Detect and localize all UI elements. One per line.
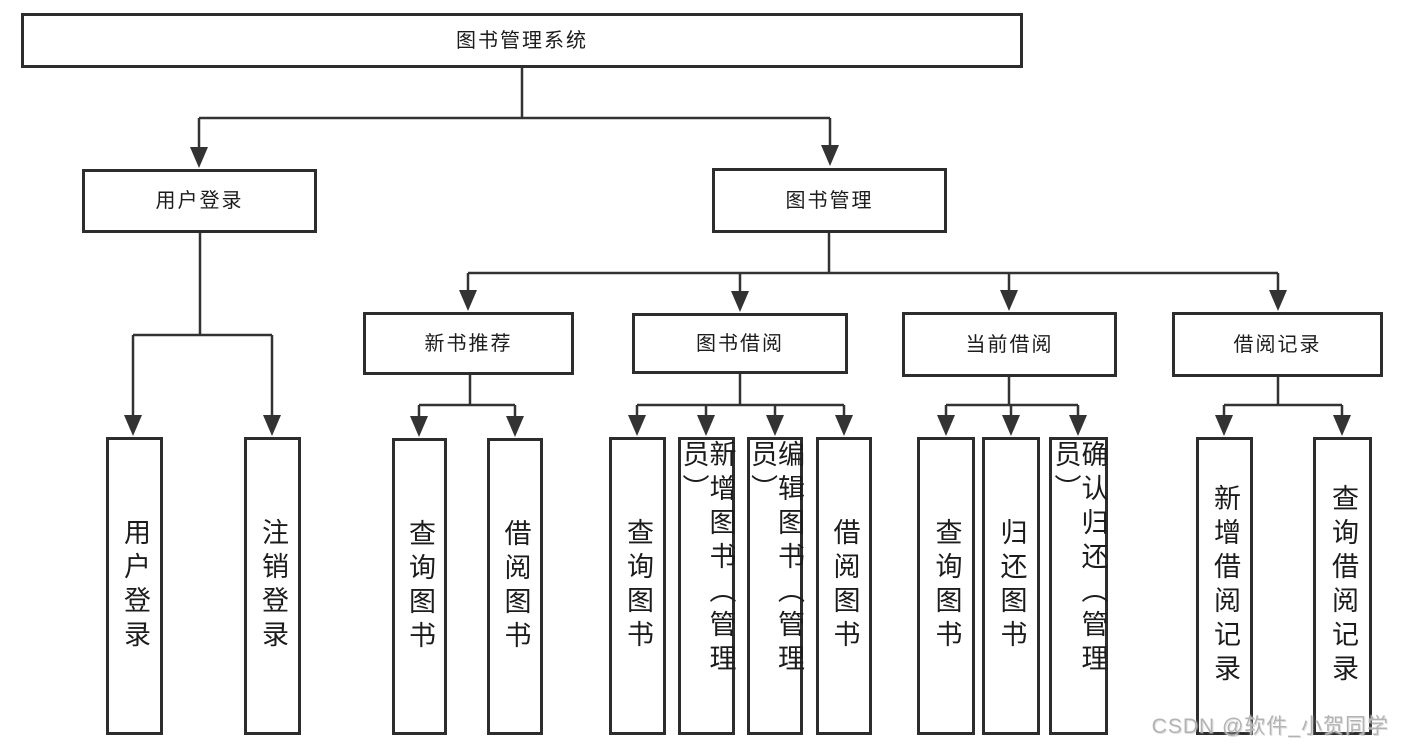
leaf-query-borrow-record: 查询借阅记录 — [1313, 437, 1372, 735]
csdn-watermark: CSDN @软件_小贺同学 — [1151, 715, 1389, 738]
node-user-login: 用户登录 — [82, 169, 317, 233]
node-book-management: 图书管理 — [712, 168, 947, 233]
leaf-logout: 注销登录 — [244, 437, 301, 735]
leaf-edit-books-admin: 编辑图书（管理员） — [747, 437, 804, 735]
arrowheads — [124, 145, 1351, 437]
leaf-query-books-recommend: 查询图书 — [392, 438, 447, 735]
leaf-query-books-current: 查询图书 — [917, 437, 975, 735]
node-new-book-recommend: 新书推荐 — [363, 312, 574, 375]
node-root: 图书管理系统 — [21, 13, 1023, 68]
leaf-borrow-books-recommend: 借阅图书 — [487, 438, 543, 735]
leaf-query-books-borrowing: 查询图书 — [609, 437, 666, 735]
node-book-borrowing: 图书借阅 — [632, 313, 848, 374]
leaf-add-books-admin: 新增图书（管理员） — [678, 437, 736, 735]
leaf-confirm-return-admin: 确认归还（管理员） — [1049, 437, 1108, 735]
leaf-borrow-books: 借阅图书 — [816, 437, 872, 735]
leaf-return-books: 归还图书 — [982, 437, 1040, 735]
node-borrowing-records: 借阅记录 — [1172, 312, 1383, 377]
node-current-borrowing: 当前借阅 — [902, 312, 1117, 377]
leaf-user-login: 用户登录 — [106, 437, 163, 735]
leaf-add-borrow-record: 新增借阅记录 — [1196, 437, 1253, 735]
